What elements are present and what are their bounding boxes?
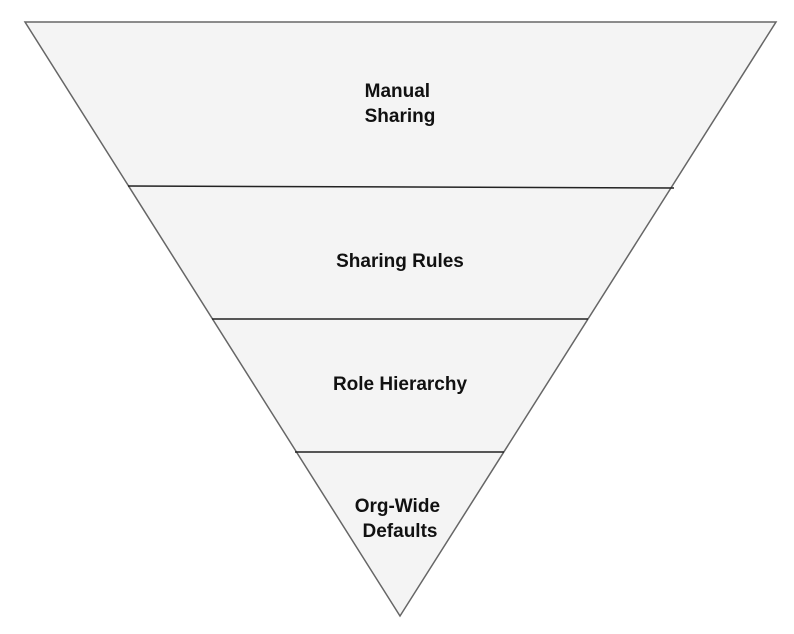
tier-label-line: Role Hierarchy — [333, 374, 468, 395]
tier-label-line: Sharing — [365, 106, 436, 127]
tier-label-manual-sharing: Manual Sharing — [365, 81, 436, 127]
tier-label-org-wide-defaults: Org-Wide Defaults — [355, 496, 446, 542]
tier-label-line: Manual — [365, 81, 430, 102]
tier-label-sharing-rules: Sharing Rules — [336, 251, 464, 272]
tier-label-line: Org-Wide — [355, 496, 440, 517]
tier-label-line: Sharing Rules — [336, 251, 464, 272]
tier-label-line: Defaults — [363, 521, 438, 542]
tier-divider-1 — [127, 185, 675, 189]
tier-label-role-hierarchy: Role Hierarchy — [333, 374, 468, 395]
